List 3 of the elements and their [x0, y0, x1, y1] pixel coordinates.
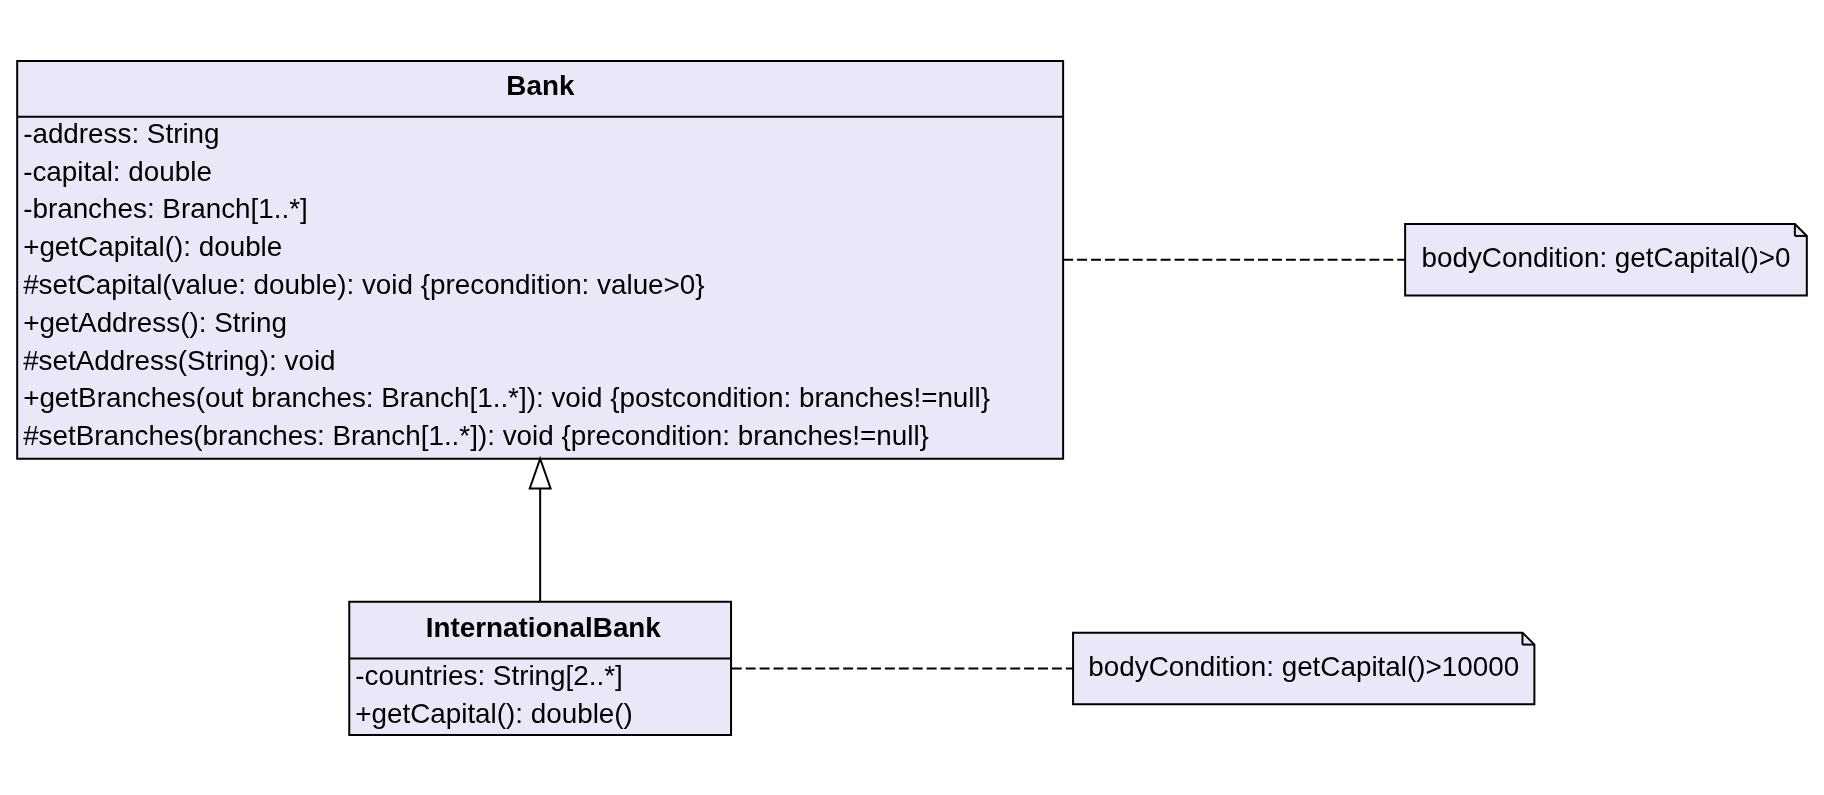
arrow [528, 455, 552, 602]
connector [1062, 258, 1407, 261]
connector [730, 666, 1075, 669]
